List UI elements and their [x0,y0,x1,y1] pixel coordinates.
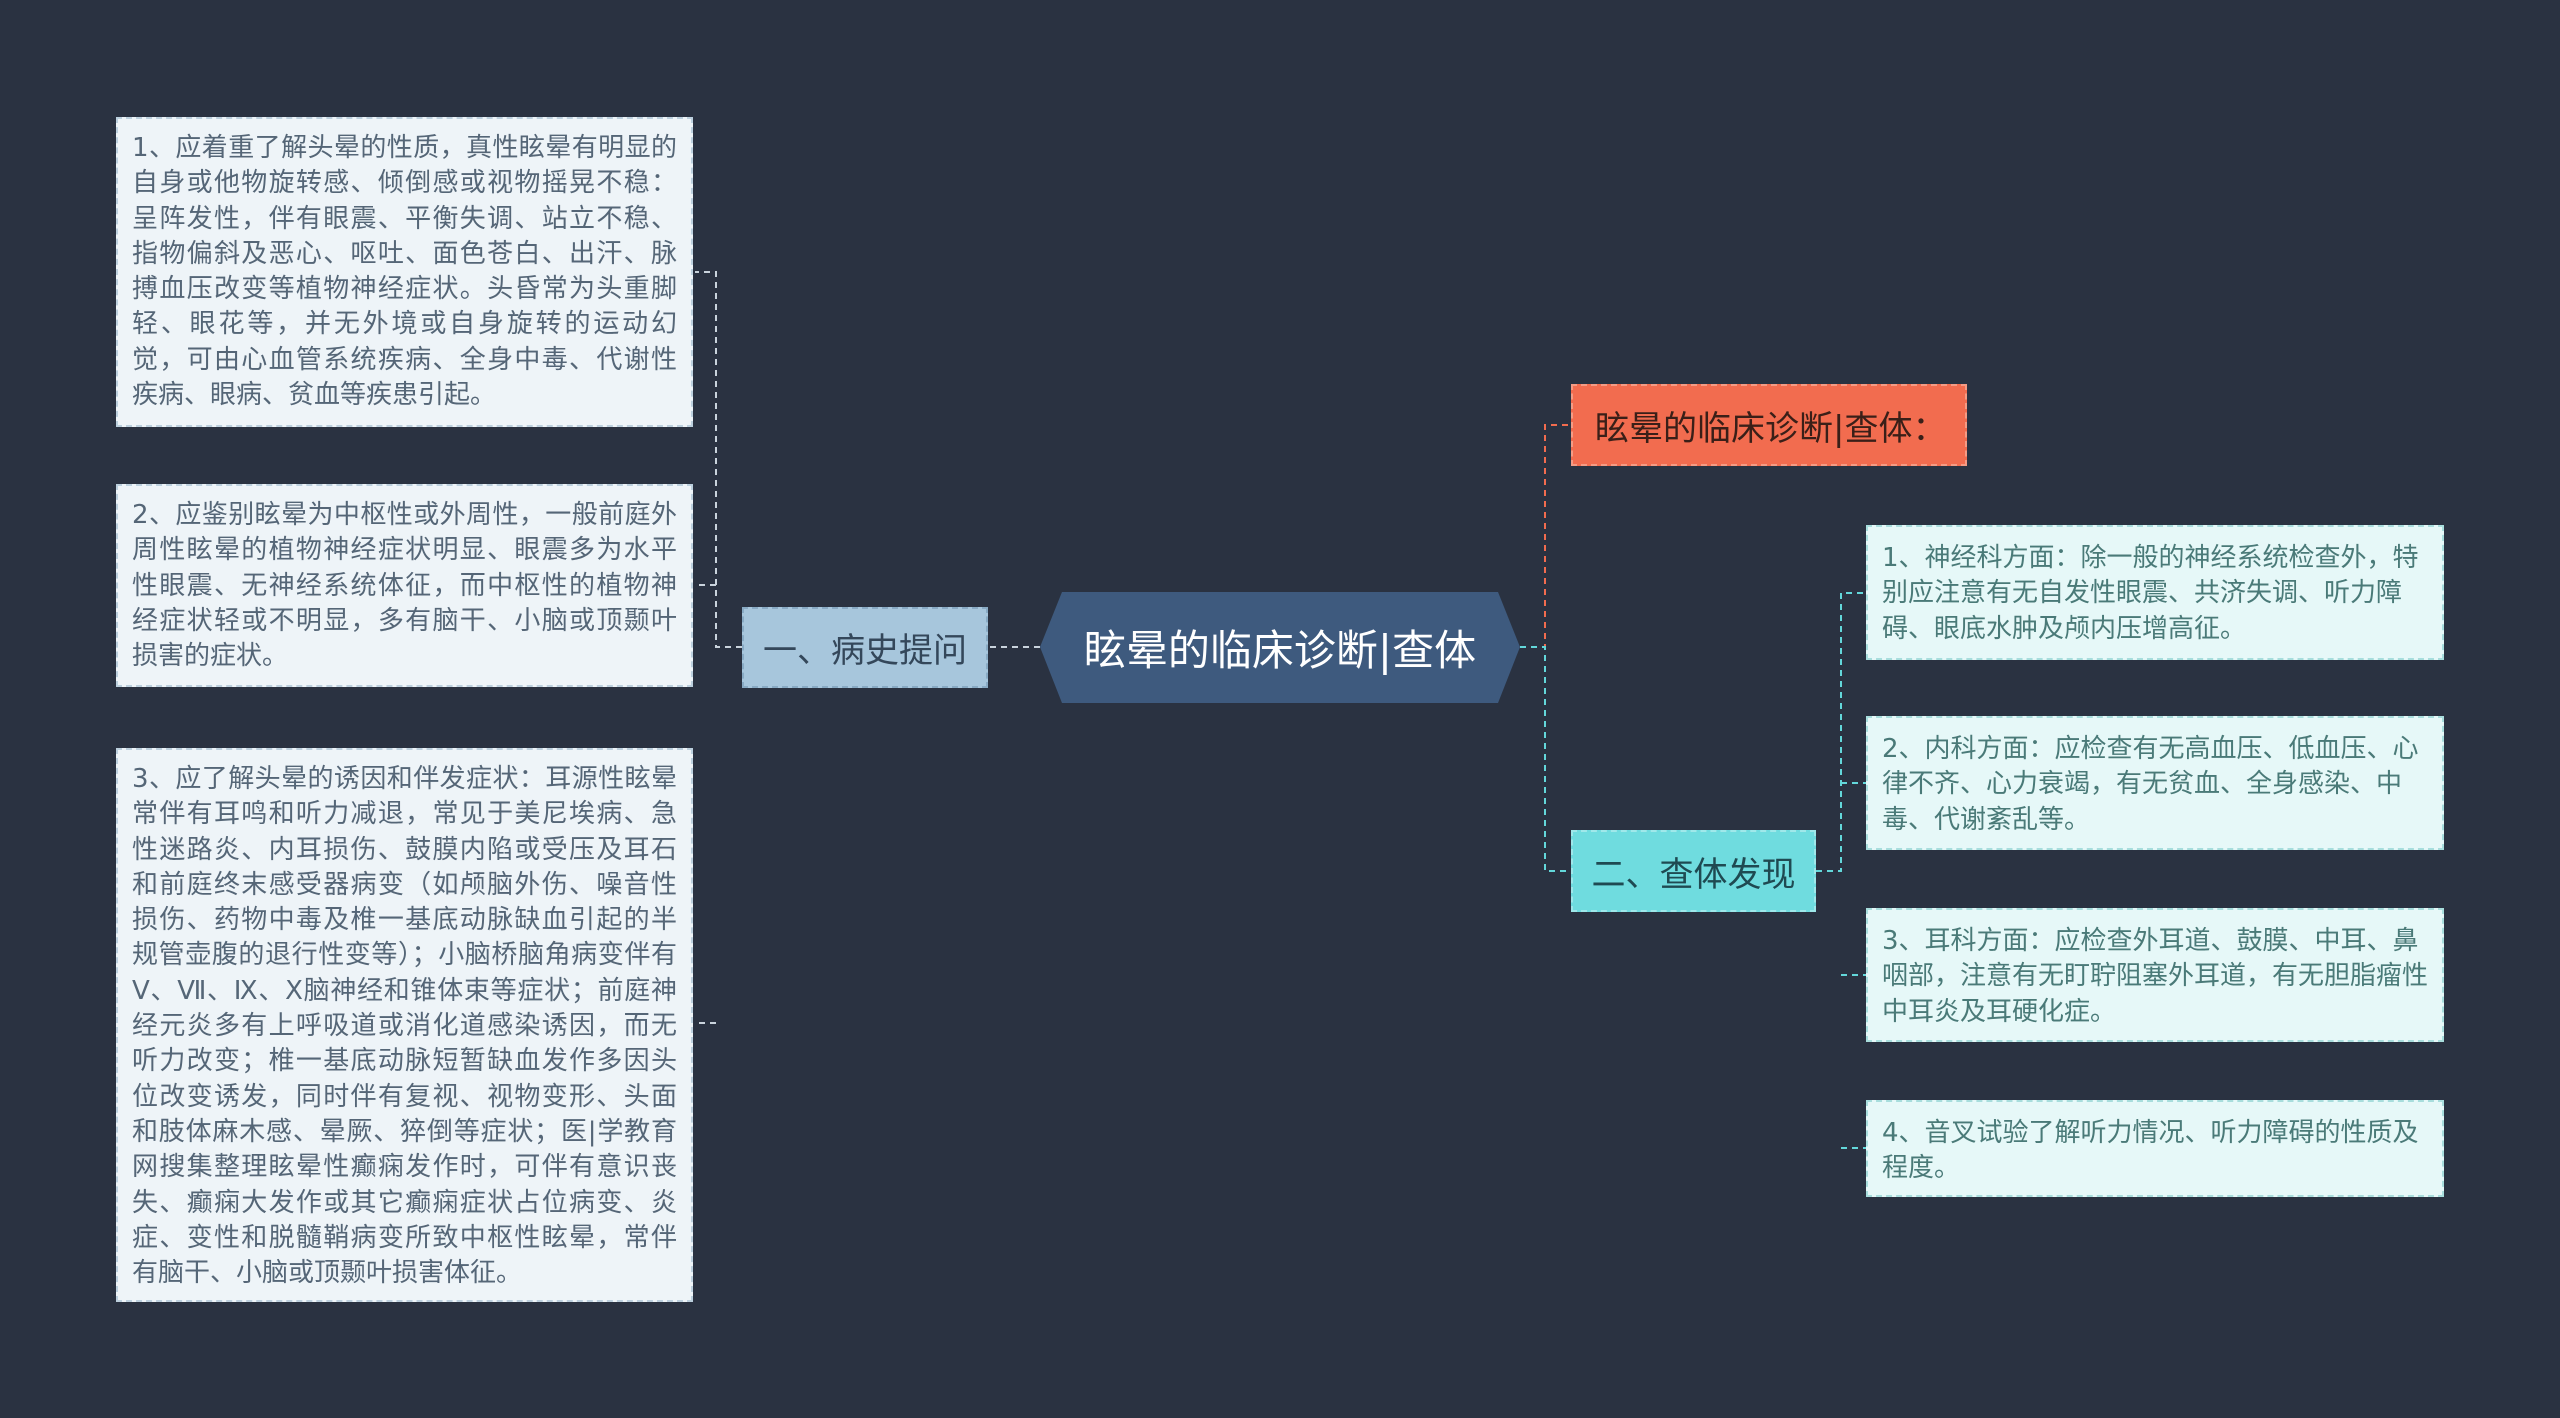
right-leaf-3[interactable]: 3、耳科方面：应检查外耳道、鼓膜、中耳、鼻咽部，注意有无盯聍阻塞外耳道，有无胆脂… [1866,908,2444,1042]
cyan-branch-label: 二、查体发现 [1591,854,1796,895]
right-leaf-4[interactable]: 4、音叉试验了解听力情况、听力障碍的性质及程度。 [1866,1100,2444,1197]
right-leaf-1-text: 1、神经科方面：除一般的神经系统检查外，特别应注意有无自发性眼震、共济失调、听力… [1882,543,2419,644]
root-node[interactable]: 眩晕的临床诊断|查体 [1040,592,1520,703]
right-leaf-2[interactable]: 2、内科方面：应检查有无高血压、低血压、心律不齐、心力衰竭，有无贫血、全身感染、… [1866,716,2444,850]
right-leaf-2-text: 2、内科方面：应检查有无高血压、低血压、心律不齐、心力衰竭，有无贫血、全身感染、… [1882,734,2419,835]
orange-branch-node[interactable]: 眩晕的临床诊断|查体： [1571,384,1967,466]
root-hexagon-shape [1040,592,1520,703]
left-leaf-1-text: 1、应着重了解头晕的性质，真性眩晕有明显的自身或他物旋转感、倾倒感或视物摇晃不稳… [132,133,677,411]
left-leaf-2[interactable]: 2、应鉴别眩晕为中枢性或外周性，一般前庭外周性眩晕的植物神经症状明显、眼震多为水… [116,484,693,687]
right-leaf-4-text: 4、音叉试验了解听力情况、听力障碍的性质及程度。 [1882,1118,2419,1184]
root-title: 眩晕的临床诊断|查体 [1083,626,1477,675]
left-leaf-3[interactable]: 3、应了解头晕的诱因和伴发症状：耳源性眩晕常伴有耳鸣和听力减退，常见于美尼埃病、… [116,748,693,1302]
left-branch-label: 一、病史提问 [763,631,967,671]
right-leaf-1[interactable]: 1、神经科方面：除一般的神经系统检查外，特别应注意有无自发性眼震、共济失调、听力… [1866,525,2444,660]
right-leaf-3-text: 3、耳科方面：应检查外耳道、鼓膜、中耳、鼻咽部，注意有无盯聍阻塞外耳道，有无胆脂… [1882,926,2429,1027]
left-leaf-2-text: 2、应鉴别眩晕为中枢性或外周性，一般前庭外周性眩晕的植物神经症状明显、眼震多为水… [132,500,677,672]
cyan-branch-node[interactable]: 二、查体发现 [1571,830,1816,912]
left-branch-trunk-line [695,271,742,1024]
left-connectors [695,271,1040,1024]
orange-connector [1520,424,1571,648]
cyan-connectors [1520,592,1866,1149]
root-to-cyan-line [1520,646,1571,872]
left-leaf-1[interactable]: 1、应着重了解头晕的性质，真性眩晕有明显的自身或他物旋转感、倾倒感或视物摇晃不稳… [116,117,693,427]
cyan-branch-trunk-line [1816,592,1866,1149]
left-leaf-3-text: 3、应了解头晕的诱因和伴发症状：耳源性眩晕常伴有耳鸣和听力减退，常见于美尼埃病、… [132,764,677,1289]
orange-branch-label: 眩晕的临床诊断|查体： [1595,408,1947,449]
root-to-orange-line [1520,424,1571,648]
left-branch-node[interactable]: 一、病史提问 [742,607,988,688]
